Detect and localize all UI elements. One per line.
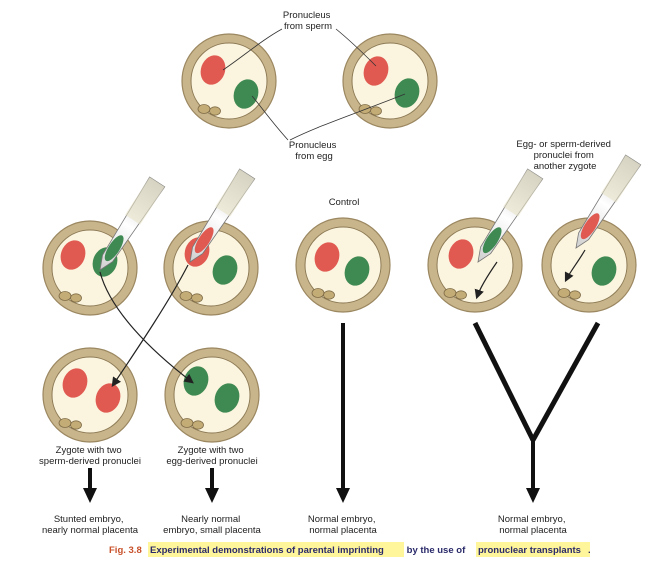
polar-body	[70, 420, 82, 430]
sperm-pronucleus	[314, 242, 340, 272]
polar-body	[197, 104, 211, 114]
egg-pronucleus	[212, 255, 238, 285]
zygote-top-right	[342, 33, 438, 129]
pipette-4	[477, 168, 544, 263]
down-arrow-control	[336, 323, 350, 503]
down-arrow-stunted	[83, 468, 97, 503]
sperm-pronucleus	[60, 240, 86, 270]
outcome-normal-control: Normal embryo, normal placenta	[308, 514, 378, 536]
pronucleus-egg-label: Pronucleus from egg	[289, 140, 339, 162]
polar-body	[443, 288, 457, 298]
sperm-pronucleus	[448, 239, 474, 269]
caption-number: Fig. 3.8	[109, 545, 142, 556]
egg-pronucleus	[214, 383, 240, 413]
insert-arrow-left	[474, 261, 498, 300]
pipette-5	[575, 154, 642, 249]
caption-text-1: Experimental demonstrations of parental …	[150, 545, 384, 556]
zygote-group	[42, 33, 637, 443]
outcome-nearly-normal: Nearly normal embryo, small placenta	[163, 514, 261, 536]
caption-highlight-2	[476, 542, 590, 557]
polar-body	[180, 418, 194, 428]
transfer-arrow-sperm	[111, 264, 189, 387]
polar-body	[569, 290, 581, 300]
transfer-arrow-egg	[99, 271, 194, 384]
polar-body	[557, 288, 571, 298]
sperm-pronucleus	[200, 55, 226, 85]
pipette-collar	[601, 155, 641, 203]
sperm-pronucleus	[62, 368, 88, 398]
zygote-control	[295, 217, 391, 313]
sperm-pronucleus	[363, 56, 389, 86]
down-arrow-nearly-normal	[205, 468, 219, 503]
zygote-bottom-egg	[164, 347, 260, 443]
polar-body	[192, 420, 204, 430]
pipette-collar	[503, 169, 543, 217]
zygote-mid-4	[427, 217, 523, 313]
egg-pronucleus	[344, 256, 370, 286]
leader-lines	[222, 28, 406, 141]
polar-body	[70, 293, 82, 303]
insert-arrow-right	[564, 249, 586, 283]
y-arrow-transplant	[472, 321, 601, 503]
outcome-normal-transplant: Normal embryo, normal placenta	[498, 514, 568, 536]
polar-body	[191, 293, 203, 303]
pipette-collar	[125, 177, 165, 225]
zygote-bottom-sperm	[42, 347, 138, 443]
figure-caption: Fig. 3.8 Experimental demonstrations of …	[109, 542, 591, 557]
caption-text-2: pronuclear transplants	[478, 545, 581, 556]
zygote-sperm-label: Zygote with two sperm-derived pronuclei	[39, 445, 141, 467]
egg-pronucleus	[233, 79, 259, 109]
egg-pronucleus	[183, 366, 209, 396]
polar-body	[311, 288, 325, 298]
sperm-pronucleus	[95, 383, 121, 413]
polar-body	[323, 290, 335, 300]
caption-text-end: .	[588, 545, 591, 556]
zygote-egg-label: Zygote with two egg-derived pronuclei	[166, 445, 257, 467]
caption-highlight-1	[148, 542, 404, 557]
polar-body	[58, 291, 72, 301]
polar-body	[58, 418, 72, 428]
pipette-2	[189, 168, 256, 263]
sperm-pronucleus	[580, 213, 600, 240]
control-label: Control	[329, 197, 360, 208]
egg-pronucleus	[591, 256, 617, 286]
pipette-1	[99, 176, 166, 271]
zygote-mid-5	[541, 217, 637, 313]
sperm-pronucleus	[194, 227, 214, 254]
polar-body	[179, 291, 193, 301]
egg-pronucleus	[104, 235, 124, 262]
pipette-collar	[215, 169, 255, 217]
egg-pronucleus	[394, 78, 420, 108]
polar-body	[370, 106, 382, 116]
donor-pronuclei-label: Egg- or sperm-derived pronuclei from ano…	[516, 139, 613, 172]
pronucleus-sperm-label: Pronucleus from sperm	[283, 10, 333, 32]
egg-pronucleus	[482, 227, 502, 254]
pipette-group	[99, 154, 642, 271]
polar-body	[209, 106, 221, 116]
caption-text-middle: by the use of	[404, 545, 468, 556]
zygote-top-left	[181, 33, 277, 129]
polar-body	[455, 290, 467, 300]
outcome-stunted: Stunted embryo, nearly normal placenta	[42, 514, 139, 536]
